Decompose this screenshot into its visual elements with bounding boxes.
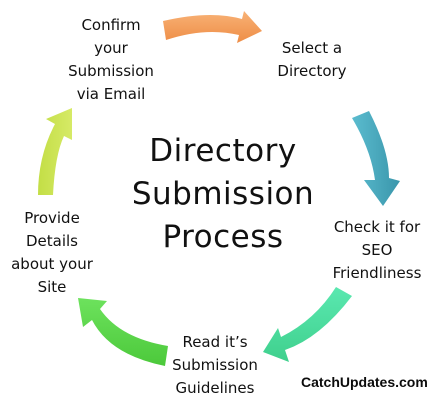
diagram-title: Directory Submission Process — [105, 130, 341, 259]
step-line: about your — [11, 255, 93, 273]
step-confirm-submission: Confirm your Submission via Email — [61, 14, 161, 106]
title-line: Directory — [149, 133, 297, 169]
step-check-seo: Check it for SEO Friendliness — [318, 216, 435, 285]
step-line: Select a — [281, 39, 343, 57]
arrow-provide-to-confirm — [38, 108, 72, 195]
title-line: Submission — [131, 176, 315, 212]
step-line: Check it for — [333, 218, 421, 236]
step-line: Friendliness — [332, 264, 422, 282]
title-line: Process — [162, 219, 284, 255]
step-select-directory: Select a Directory — [262, 37, 362, 83]
watermark: CatchUpdates.com — [301, 374, 428, 390]
step-line: Confirm — [81, 16, 141, 34]
step-line: Guidelines — [175, 379, 255, 397]
step-line: Directory — [277, 62, 347, 80]
step-line: via Email — [76, 85, 146, 103]
step-line: Site — [37, 278, 67, 296]
step-line: your — [94, 39, 128, 57]
step-line: SEO — [361, 241, 393, 259]
step-provide-details: Provide Details about your Site — [0, 207, 104, 299]
step-read-guidelines: Read it’s Submission Guidelines — [160, 331, 270, 400]
step-line: Submission — [172, 356, 258, 374]
arrow-confirm-to-select — [163, 11, 262, 43]
step-line: Details — [25, 232, 78, 250]
step-line: Read it’s — [182, 333, 248, 351]
step-line: Provide — [24, 209, 80, 227]
arrow-check-to-read — [263, 287, 352, 362]
arrow-select-to-check — [352, 111, 400, 206]
arrow-read-to-provide — [78, 298, 168, 366]
step-line: Submission — [68, 62, 154, 80]
